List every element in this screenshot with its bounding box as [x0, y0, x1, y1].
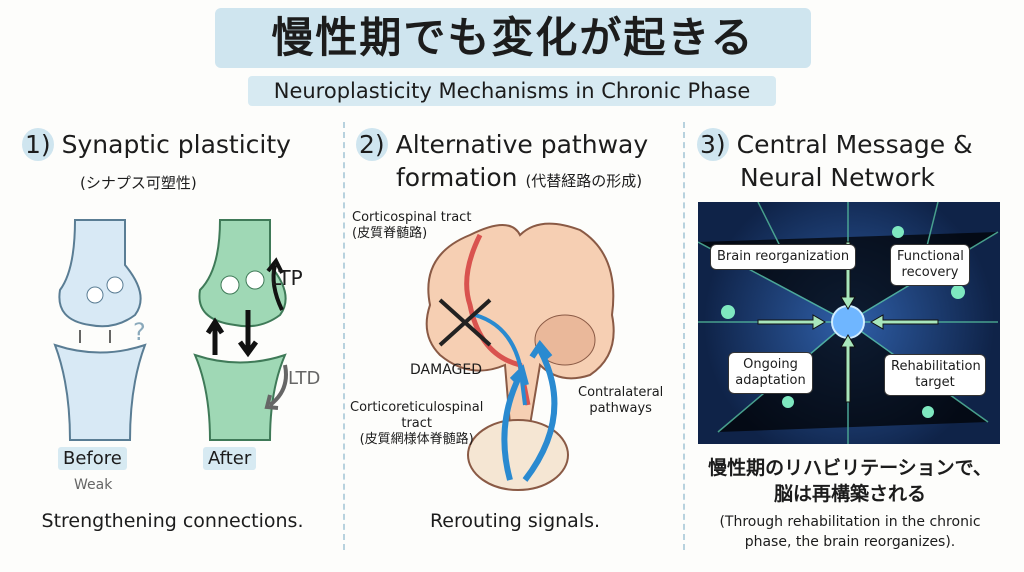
label-jp: (皮質脊髄路)	[352, 226, 428, 241]
presynaptic-before	[58, 219, 142, 328]
heading-jp: (代替経路の形成)	[525, 172, 643, 190]
brain	[425, 222, 615, 426]
section-number: 2)	[356, 128, 388, 161]
weak-label: Weak	[74, 477, 113, 493]
ongoing-adaptation-box: Ongoing adaptation	[728, 352, 813, 394]
ltp-label: LTP	[270, 266, 303, 290]
synapse-illustration	[53, 219, 288, 441]
before-label: Before	[58, 447, 127, 470]
message-en-line: phase, the brain reorganizes).	[744, 534, 956, 550]
damage-x-icon	[438, 298, 492, 347]
question-mark: ?	[133, 318, 146, 346]
rehabilitation-target-box: Rehabilitation target	[884, 354, 986, 396]
functional-recovery-box: Functional recovery	[890, 244, 970, 286]
corticospinal-path	[464, 233, 531, 406]
section1-heading: 1) Synaptic plasticity	[22, 128, 291, 161]
neuron-network	[698, 202, 999, 444]
section3-heading-line2: Neural Network	[740, 163, 935, 192]
column-divider	[343, 122, 345, 550]
postsynaptic-after	[193, 353, 287, 441]
neural-network-image: Brain reorganization Functional recovery…	[698, 202, 1000, 444]
heading-text: Synaptic plasticity	[61, 130, 291, 159]
heading-text: Alternative pathway	[395, 130, 649, 159]
heading-text: formation	[396, 163, 518, 192]
section1-caption: Strengthening connections.	[41, 510, 304, 532]
blue-arrow	[522, 339, 558, 482]
section2-heading-line2: formation (代替経路の形成)	[396, 161, 642, 198]
label-jp: (皮質網様体脊髄路)	[359, 432, 474, 447]
section2-caption: Rerouting signals.	[429, 510, 601, 532]
section3-heading: 3) Central Message &	[697, 128, 973, 161]
after-label: After	[203, 447, 257, 470]
postsynaptic-before	[53, 343, 147, 441]
damaged-label: DAMAGED	[410, 362, 482, 378]
page-title: 慢性期でも変化が起きる	[215, 8, 811, 68]
label-text: Corticoreticulospinal	[350, 400, 484, 415]
central-message-en: (Through rehabilitation in the chronic ph…	[690, 512, 1010, 552]
message-jp-line: 慢性期のリハビリテーションで、	[708, 457, 992, 479]
blue-arrow	[501, 364, 529, 481]
column-divider	[683, 122, 685, 550]
central-message-jp: 慢性期のリハビリテーションで、脳は再構築される	[690, 455, 1010, 507]
section1-subheading: (シナプス可塑性)	[80, 174, 197, 192]
central-neuron	[831, 305, 865, 339]
brain-reorganization-box: Brain reorganization	[710, 244, 857, 270]
section2-heading: 2) Alternative pathway	[356, 128, 648, 161]
spinal-cord	[467, 419, 569, 491]
corticospinal-label: Corticospinal tract(皮質脊髄路)	[352, 210, 471, 242]
message-jp-line: 脳は再構築される	[773, 483, 926, 505]
section-number: 3)	[697, 128, 729, 161]
heading-text: Central Message &	[736, 130, 973, 159]
label-text: Contralateral	[578, 385, 664, 400]
page-subtitle: Neuroplasticity Mechanisms in Chronic Ph…	[248, 76, 776, 106]
message-en-line: (Through rehabilitation in the chronic	[719, 514, 981, 530]
ltd-label: LTD	[288, 368, 321, 389]
brain-pathway-illustration	[425, 222, 615, 491]
presynaptic-after	[198, 219, 287, 328]
label-text: tract	[401, 416, 432, 431]
section-number: 1)	[22, 128, 54, 161]
label-text: Corticospinal tract	[352, 210, 472, 225]
alternative-path	[474, 313, 527, 406]
label-text: pathways	[589, 401, 652, 416]
